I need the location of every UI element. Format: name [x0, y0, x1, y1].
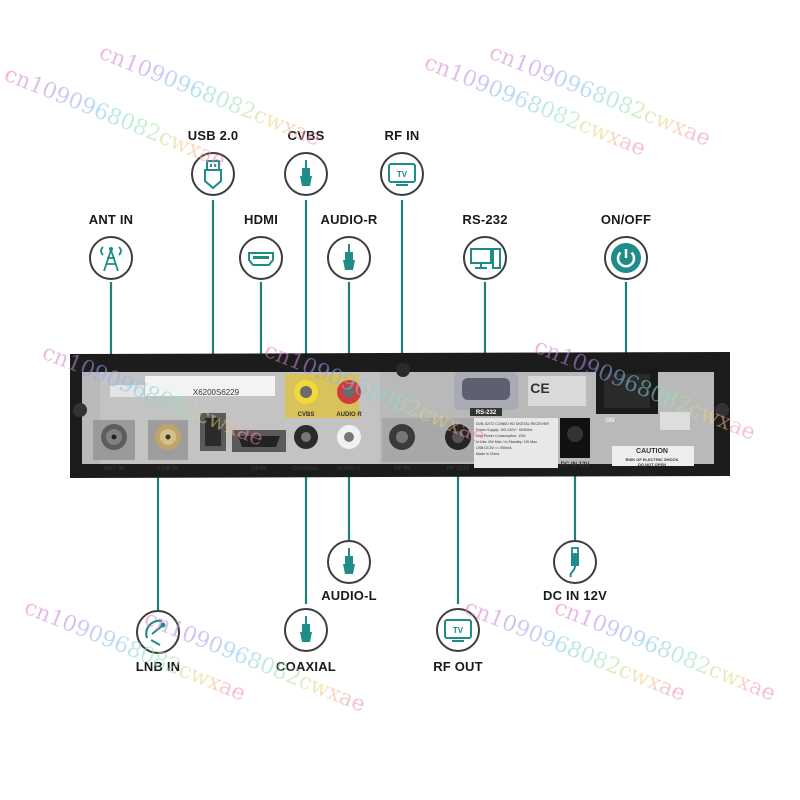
panel-on: ON: [605, 418, 615, 424]
panel-audio-r: AUDIO R: [336, 412, 362, 418]
panel-hdmi: HDMI: [251, 466, 267, 472]
panel-rf-in: RF IN: [394, 466, 410, 472]
label-rs232: RS-232: [462, 212, 508, 227]
spec-line: Power Supply: 100-240V~ 50/60Hz: [476, 428, 533, 432]
label-on-off: ON/OFF: [600, 212, 652, 227]
rca-plug-icon: [284, 152, 328, 196]
label-coaxial: COAXIAL: [276, 659, 336, 674]
panel-caution-sub2: DO NOT OPEN: [637, 462, 667, 467]
panel-rs232: RS-232: [475, 410, 497, 416]
tv-icon-text: TV: [453, 626, 464, 635]
hdmi-icon: [239, 236, 283, 280]
panel-caution-sub1: RISK OF ELECTRIC SHOCK: [625, 457, 679, 462]
label-usb: USB 2.0: [187, 128, 239, 143]
label-rf-out: RF OUT: [433, 659, 483, 674]
label-dc-in: DC IN 12V: [543, 588, 607, 603]
tv-icon: TV: [380, 152, 424, 196]
panel-dc: DC IN 12V: [560, 462, 590, 468]
label-audio-l: AUDIO-L: [321, 588, 377, 603]
rca-plug-icon: [284, 608, 328, 652]
tv-icon: TV: [436, 608, 480, 652]
tv-icon-text: TV: [397, 170, 408, 179]
panel-serial: X6200S6229: [192, 388, 240, 397]
panel-rf-out: RF OUT: [446, 466, 470, 472]
satellite-dish-icon: [136, 610, 180, 654]
label-rf-in: RF IN: [384, 128, 420, 143]
panel-ce: CE: [530, 380, 550, 396]
panel-lnb-in: LNB IN: [158, 466, 178, 472]
dc-plug-icon: [553, 540, 597, 584]
spec-line: In Use: 6W Max / In Standby: 1W Max: [476, 440, 537, 444]
rca-plug-icon: [327, 236, 371, 280]
spec-label: DVB-S2/T2 COMBO HD DIGITAL RECEIVER Powe…: [476, 421, 558, 457]
label-lnb-in: LNB IN: [135, 659, 181, 674]
spec-line: USB DC5V == 500mA: [476, 446, 512, 450]
panel-coaxial: COAXIAL: [292, 466, 320, 472]
panel-ant-in: ANT IN: [104, 466, 124, 472]
label-cvbs: CVBS: [287, 128, 325, 143]
spec-line: Made in China: [476, 452, 500, 456]
computer-icon: [463, 236, 507, 280]
spec-line: Max Power Consumption: 12W: [476, 434, 526, 438]
label-ant-in: ANT IN: [88, 212, 134, 227]
rca-plug-icon: [327, 540, 371, 584]
panel-audio-l: AUDIO-L: [336, 466, 362, 472]
usb-icon: [191, 152, 235, 196]
label-audio-r: AUDIO-R: [320, 212, 378, 227]
label-hdmi: HDMI: [243, 212, 279, 227]
panel-caution: CAUTION: [636, 448, 668, 455]
power-icon: [604, 236, 648, 280]
spec-line: DVB-S2/T2 COMBO HD DIGITAL RECEIVER: [476, 422, 549, 426]
antenna-tower-icon: [89, 236, 133, 280]
panel-cvbs: CVBS: [297, 412, 315, 418]
